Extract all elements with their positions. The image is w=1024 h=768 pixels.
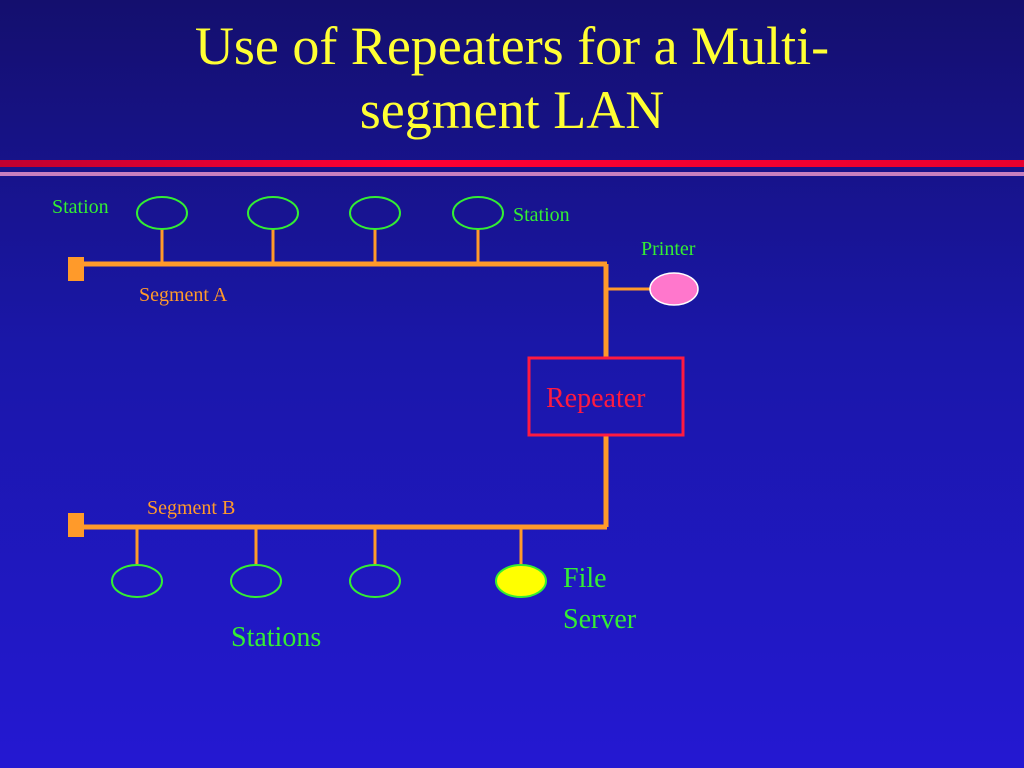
repeater-box <box>527 356 685 437</box>
title-line-1: Use of Repeaters for a Multi- <box>194 16 830 76</box>
printer-label: Printer <box>641 238 696 260</box>
printer-node <box>649 272 699 306</box>
station-label-right: Station <box>513 204 570 226</box>
title-divider-red <box>0 160 1024 167</box>
station-b2 <box>230 564 282 598</box>
segment-a-terminator <box>68 257 84 281</box>
station-label-left: Station <box>52 196 109 218</box>
segment-b-terminator <box>68 513 84 537</box>
file-server-label-line-2: Server <box>563 604 637 635</box>
station-b1 <box>111 564 163 598</box>
segment-b-label: Segment B <box>147 497 236 519</box>
station-a1 <box>136 196 188 230</box>
segment-a-label: Segment A <box>139 284 228 306</box>
file-server-label-line-1: File <box>563 563 607 594</box>
title-divider-pink <box>0 172 1024 176</box>
station-a4 <box>452 196 504 230</box>
slide-title: Use of Repeaters for a Multi- segment LA… <box>0 14 1024 142</box>
station-b3 <box>349 564 401 598</box>
repeater-label: Repeater <box>546 383 646 414</box>
station-a2 <box>247 196 299 230</box>
file-server-node <box>495 564 547 598</box>
station-a3 <box>349 196 401 230</box>
title-line-2: segment LAN <box>359 80 665 140</box>
stations-label: Stations <box>231 622 322 653</box>
